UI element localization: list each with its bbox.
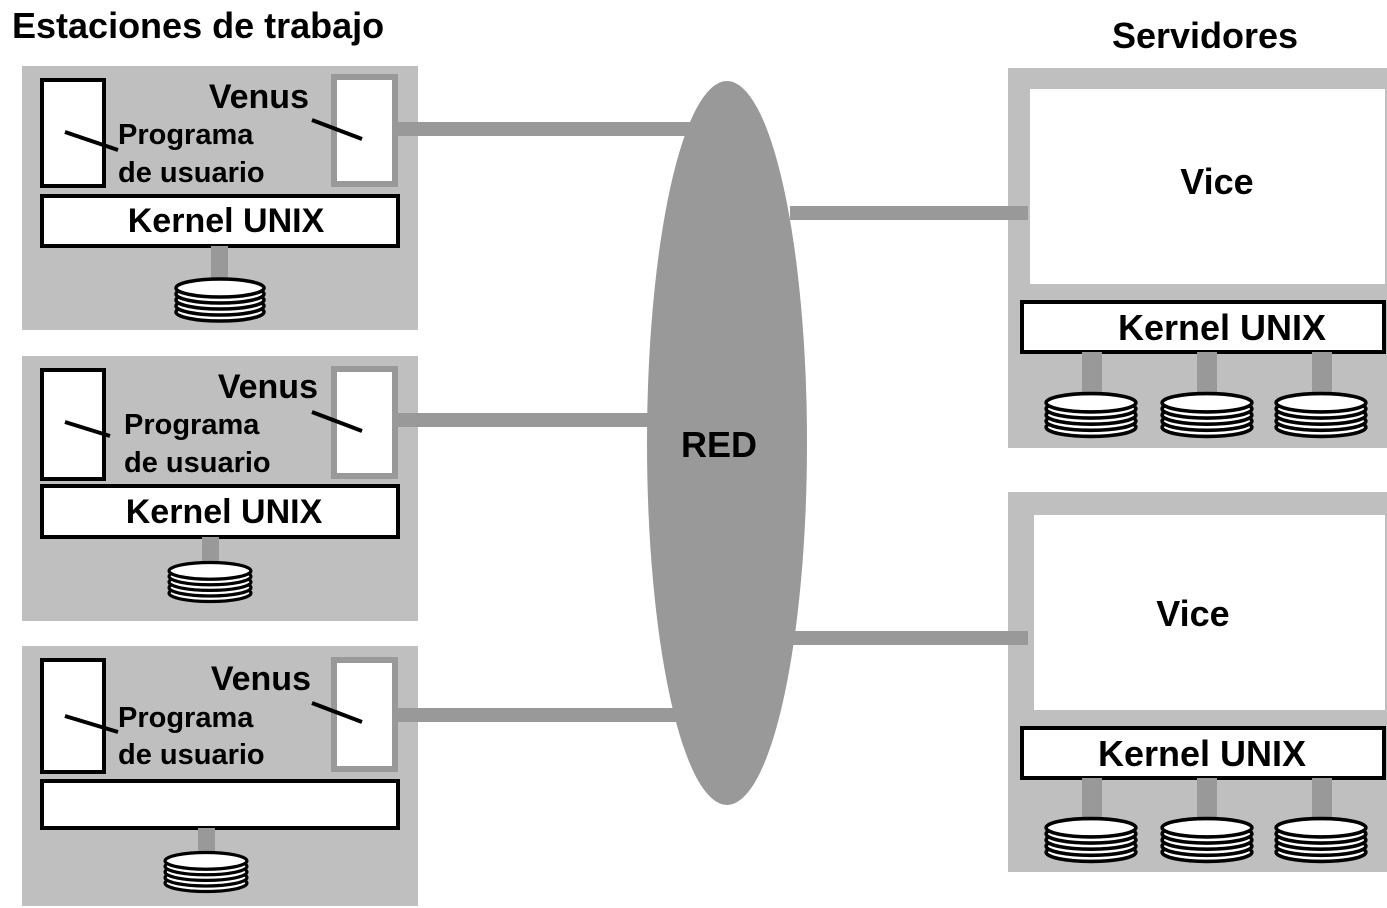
disk-connector [1082,352,1102,402]
program-label-line1: Programa [118,702,254,734]
venus-pointer [311,701,363,724]
vice-label: Vice [1180,161,1253,202]
disk-stack-icon [174,277,266,323]
program-label-line2: de usuario [118,157,265,189]
network-label: RED [681,424,757,465]
server-1: Vice Kernel UNIX [790,68,1387,448]
kernel-box [40,779,400,830]
disk-connector [1197,778,1217,828]
workstation-2: Venus Programa de usuario Kernel UNIX [22,356,650,621]
user-program-pointer [64,420,111,438]
kernel-box [40,484,400,539]
disk-platter [1274,391,1368,414]
disk-platter [174,277,266,299]
program-label-line2: de usuario [118,739,265,771]
user-program-pointer [64,130,119,152]
disk-stack-icon [1044,391,1138,439]
disk-platter [163,850,249,871]
disk-platter [1160,391,1254,414]
disk-platter [1044,391,1138,414]
venus-pointer [311,410,363,433]
disk-connector [1312,778,1332,828]
vice-label: Vice [1156,593,1229,634]
program-label-line1: Programa [118,119,254,151]
disk-stack-icon [1160,816,1254,864]
disk-stack-icon [1274,816,1368,864]
kernel-label: Kernel UNIX [126,493,323,531]
venus-label: Venus [218,368,318,406]
disk-connector [1082,778,1102,828]
program-label-line2: de usuario [124,447,271,479]
disk-connector [211,246,228,286]
network-cloud [647,81,807,805]
disk-stack-icon [163,850,249,894]
vice-box [1034,515,1385,710]
program-label-line1: Programa [124,409,260,441]
vice-box [1030,89,1385,284]
venus-label: Venus [209,78,309,116]
kernel-label: Kernel UNIX [1098,733,1306,774]
servers-heading: Servidores [1112,15,1298,56]
disk-stack-icon [167,560,253,604]
server-2: Vice Kernel UNIX [790,492,1387,872]
disk-platter [1044,816,1138,839]
venus-box [331,366,398,479]
workstation-1: Venus Programa de usuario Kernel UNIX [22,66,690,330]
disk-stack-icon [1044,816,1138,864]
venus-pointer [311,118,363,141]
workstation-3: Venus Programa de usuario [22,646,676,906]
disk-platter [167,560,253,581]
disk-platter [1160,816,1254,839]
kernel-label: Kernel UNIX [1118,307,1326,348]
disk-stack-icon [1274,391,1368,439]
user-program-box [40,78,106,188]
workstations-heading: Estaciones de trabajo [12,5,384,46]
disk-connector [1312,352,1332,402]
user-program-pointer [64,714,119,734]
disk-stack-icon [1160,391,1254,439]
disk-platter [1274,816,1368,839]
kernel-label: Kernel UNIX [128,202,325,240]
disk-connector [1197,352,1217,402]
kernel-box [40,194,400,248]
user-program-box [40,658,106,774]
venus-label: Venus [211,660,311,698]
